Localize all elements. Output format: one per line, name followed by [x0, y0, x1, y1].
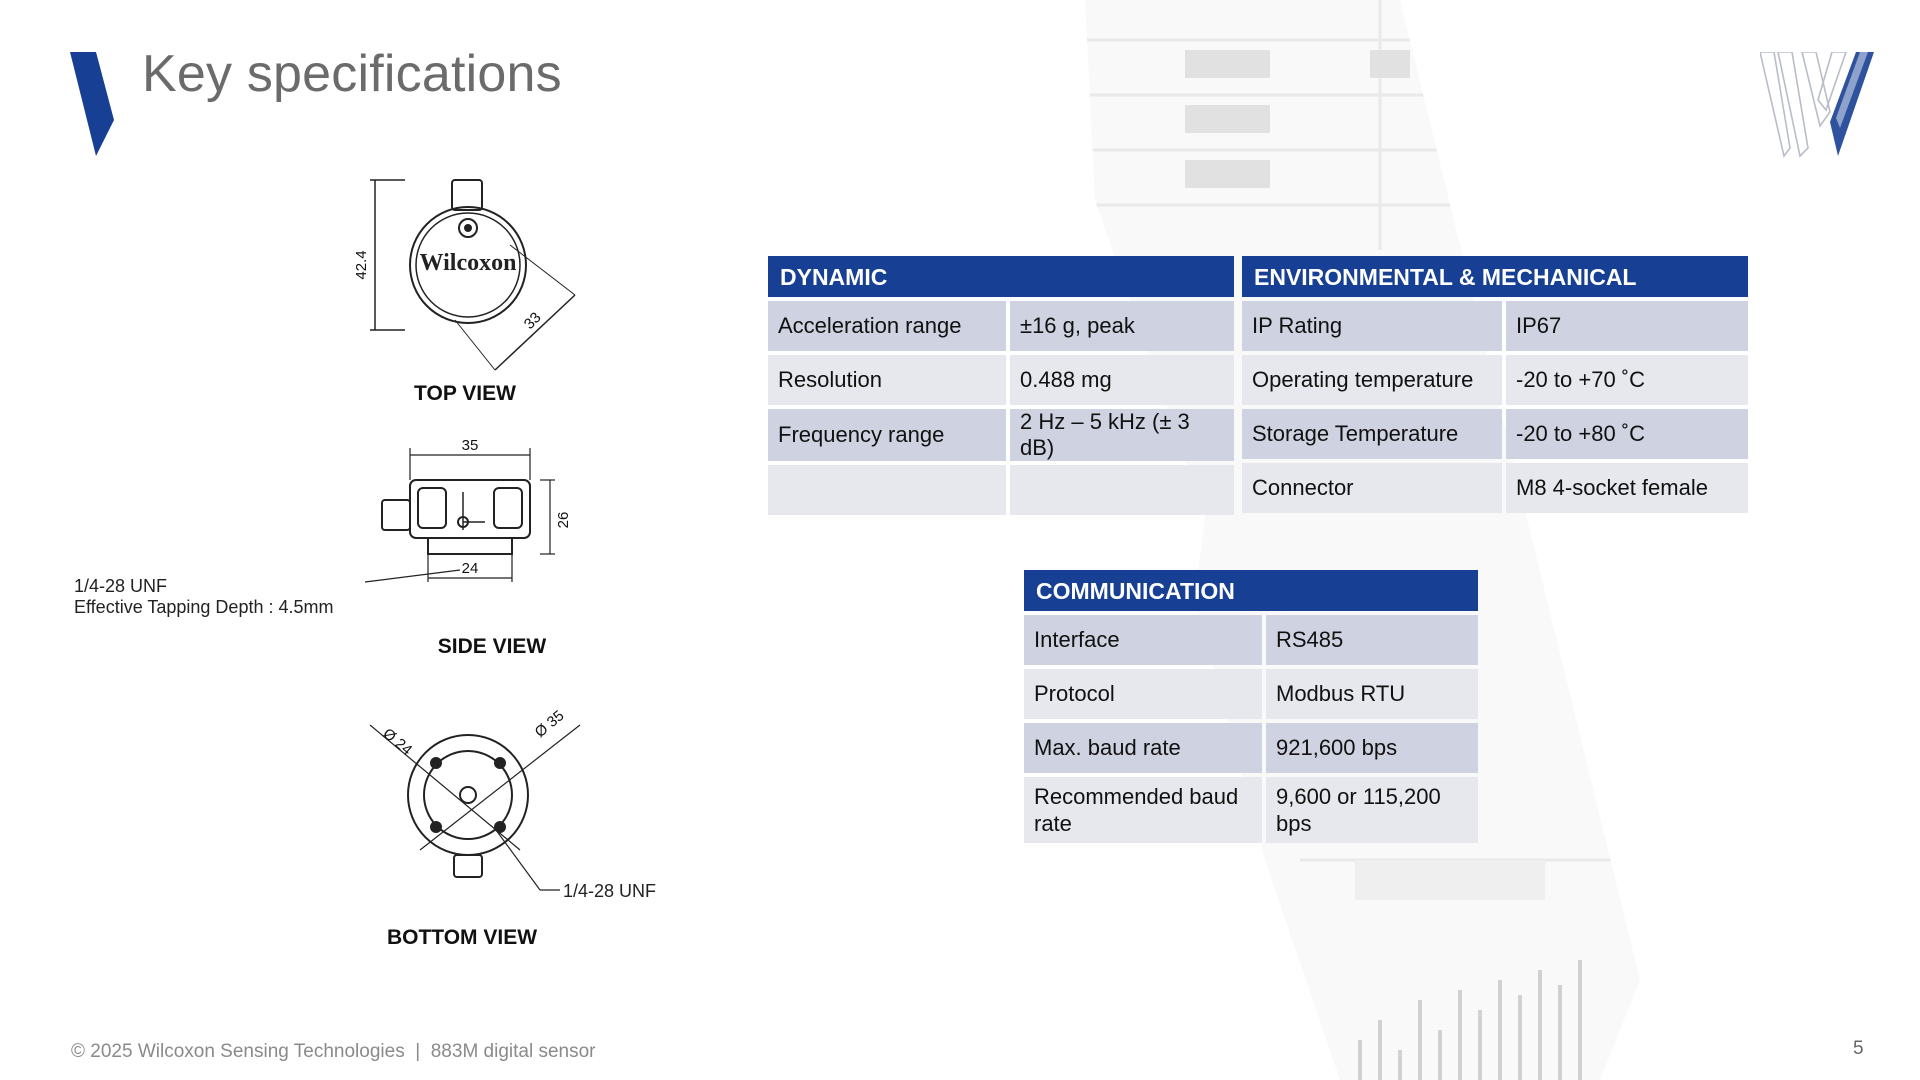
spec-value: 2 Hz – 5 kHz (± 3 dB): [1010, 409, 1234, 461]
spec-label: Frequency range: [768, 409, 1006, 461]
top-view-label: TOP VIEW: [414, 382, 516, 405]
spec-value: 921,600 bps: [1266, 723, 1478, 773]
side-dim-width: 35: [462, 437, 479, 454]
bottom-dim-outer: Ø 35: [532, 707, 568, 741]
spec-value-empty: [1010, 465, 1234, 515]
table-row: Protocol Modbus RTU: [1024, 669, 1478, 719]
spec-value: 0.488 mg: [1010, 355, 1234, 405]
spec-label: Resolution: [768, 355, 1006, 405]
top-dim-height: 42.4: [353, 250, 370, 279]
spec-label: Connector: [1242, 463, 1502, 513]
dynamic-spec-table: DYNAMIC Acceleration range ±16 g, peak R…: [764, 252, 1238, 519]
spec-value: 9,600 or 115,200 bps: [1266, 777, 1478, 843]
footer-text: © 2025 Wilcoxon Sensing Technologies | 8…: [71, 1041, 596, 1062]
title-accent-icon: [70, 52, 114, 156]
spec-value: RS485: [1266, 615, 1478, 665]
table-row: Acceleration range ±16 g, peak: [768, 301, 1234, 351]
communication-spec-table: COMMUNICATION Interface RS485 Protocol M…: [1020, 566, 1482, 847]
spec-label: Max. baud rate: [1024, 723, 1262, 773]
spec-label: Recommended baud rate: [1024, 777, 1262, 843]
side-dim-base: 24: [462, 560, 479, 577]
company-logo-icon: [1760, 52, 1874, 158]
top-dim-diag: 33: [521, 309, 545, 333]
table-row: Resolution 0.488 mg: [768, 355, 1234, 405]
page-title: Key specifications: [142, 45, 562, 103]
spec-label: Operating temperature: [1242, 355, 1502, 405]
side-dim-height: 26: [555, 512, 572, 529]
spec-value: M8 4-socket female: [1506, 463, 1748, 513]
dynamic-header: DYNAMIC: [768, 256, 1234, 297]
side-view: [364, 448, 555, 583]
tapping-note: Effective Tapping Depth : 4.5mm: [74, 597, 333, 617]
spec-value: -20 to +70 ˚C: [1506, 355, 1748, 405]
spec-label: Storage Temperature: [1242, 409, 1502, 459]
environmental-spec-table: ENVIRONMENTAL & MECHANICAL IP Rating IP6…: [1238, 252, 1752, 517]
spec-label: Interface: [1024, 615, 1262, 665]
spec-value: -20 to +80 ˚C: [1506, 409, 1748, 459]
table-row: Max. baud rate 921,600 bps: [1024, 723, 1478, 773]
bottom-view-screws: [430, 757, 506, 833]
table-row-empty: [768, 465, 1234, 515]
table-row: Operating temperature -20 to +70 ˚C: [1242, 355, 1748, 405]
table-row: Recommended baud rate 9,600 or 115,200 b…: [1024, 777, 1478, 843]
page-number: 5: [1853, 1038, 1864, 1059]
spec-label: IP Rating: [1242, 301, 1502, 351]
bottom-dim-inner: Ø 24: [379, 725, 415, 759]
table-row: Frequency range 2 Hz – 5 kHz (± 3 dB): [768, 409, 1234, 461]
side-view-label: SIDE VIEW: [438, 635, 547, 658]
bottom-view-label: BOTTOM VIEW: [387, 926, 537, 949]
table-row: IP Rating IP67: [1242, 301, 1748, 351]
spec-value: IP67: [1506, 301, 1748, 351]
bottom-thread-note: 1/4-28 UNF: [563, 881, 656, 901]
table-row: Connector M8 4-socket female: [1242, 463, 1748, 513]
environmental-header: ENVIRONMENTAL & MECHANICAL: [1242, 256, 1748, 297]
spec-label: Protocol: [1024, 669, 1262, 719]
spec-value: ±16 g, peak: [1010, 301, 1234, 351]
table-row: Interface RS485: [1024, 615, 1478, 665]
spec-value: Modbus RTU: [1266, 669, 1478, 719]
sensor-drawing: 42.4 33 Wilcoxon TOP VIEW 35 26 24 1/4-2…: [74, 179, 656, 949]
brand-mark: Wilcoxon: [420, 250, 517, 276]
thread-note: 1/4-28 UNF: [74, 576, 167, 596]
table-row: Storage Temperature -20 to +80 ˚C: [1242, 409, 1748, 459]
spec-label: Acceleration range: [768, 301, 1006, 351]
top-view: [370, 179, 576, 371]
communication-header: COMMUNICATION: [1024, 570, 1478, 611]
spec-label-empty: [768, 465, 1006, 515]
